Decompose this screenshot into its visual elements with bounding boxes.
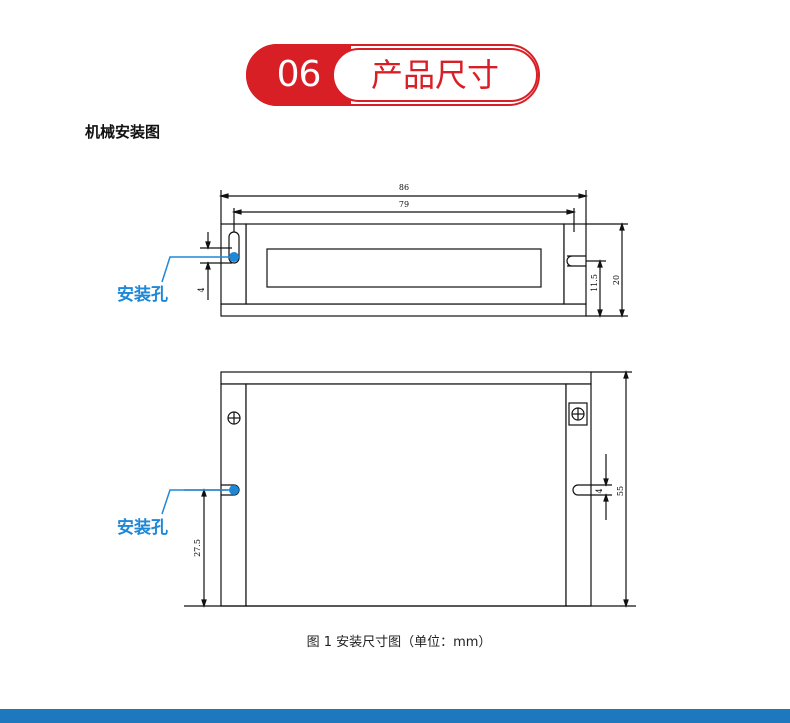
side-mounting-hole-dot xyxy=(229,485,239,495)
section-banner: 06 产品尺寸 xyxy=(246,44,540,106)
top-view-base-plate xyxy=(220,303,587,317)
figure-caption: 图 1 安装尺寸图（单位：mm） xyxy=(306,635,492,650)
top-view-left-flange xyxy=(220,223,247,305)
section-title-pill: 产品尺寸 xyxy=(332,48,538,102)
dim-27-5-label: 27.5 xyxy=(193,539,202,557)
subsection-title: 机械安装图 xyxy=(85,123,161,141)
top-view-body xyxy=(245,223,565,305)
dim-4-top-label: 4 xyxy=(197,287,206,292)
dim-11-5-label: 11.5 xyxy=(590,274,599,292)
top-mounting-hole-label: 安装孔 xyxy=(117,284,168,305)
dim-55-label: 55 xyxy=(616,486,625,496)
top-mounting-hole-dot xyxy=(229,252,239,262)
top-view-window xyxy=(266,248,542,288)
section-number: 06 xyxy=(246,44,351,106)
top-view-right-flange xyxy=(563,223,587,305)
top-callout-leader xyxy=(161,256,234,283)
side-view-body xyxy=(245,383,567,607)
section-heading: 产品尺寸 xyxy=(370,56,499,94)
dim-20-label: 20 xyxy=(612,275,621,285)
side-callout-leader xyxy=(161,489,234,515)
side-mounting-hole-label: 安装孔 xyxy=(117,517,168,538)
footer-bar xyxy=(0,709,790,723)
top-view-left-slot xyxy=(228,231,240,264)
top-view-right-slot xyxy=(566,255,586,267)
dim-86-label: 86 xyxy=(399,183,409,192)
side-view-right-slot xyxy=(572,484,591,496)
side-view-top-plate xyxy=(220,371,592,385)
dim-4-side-label: 4 xyxy=(595,488,604,493)
side-view-right-screw-box xyxy=(568,402,588,426)
dim-79-label: 79 xyxy=(399,200,409,209)
